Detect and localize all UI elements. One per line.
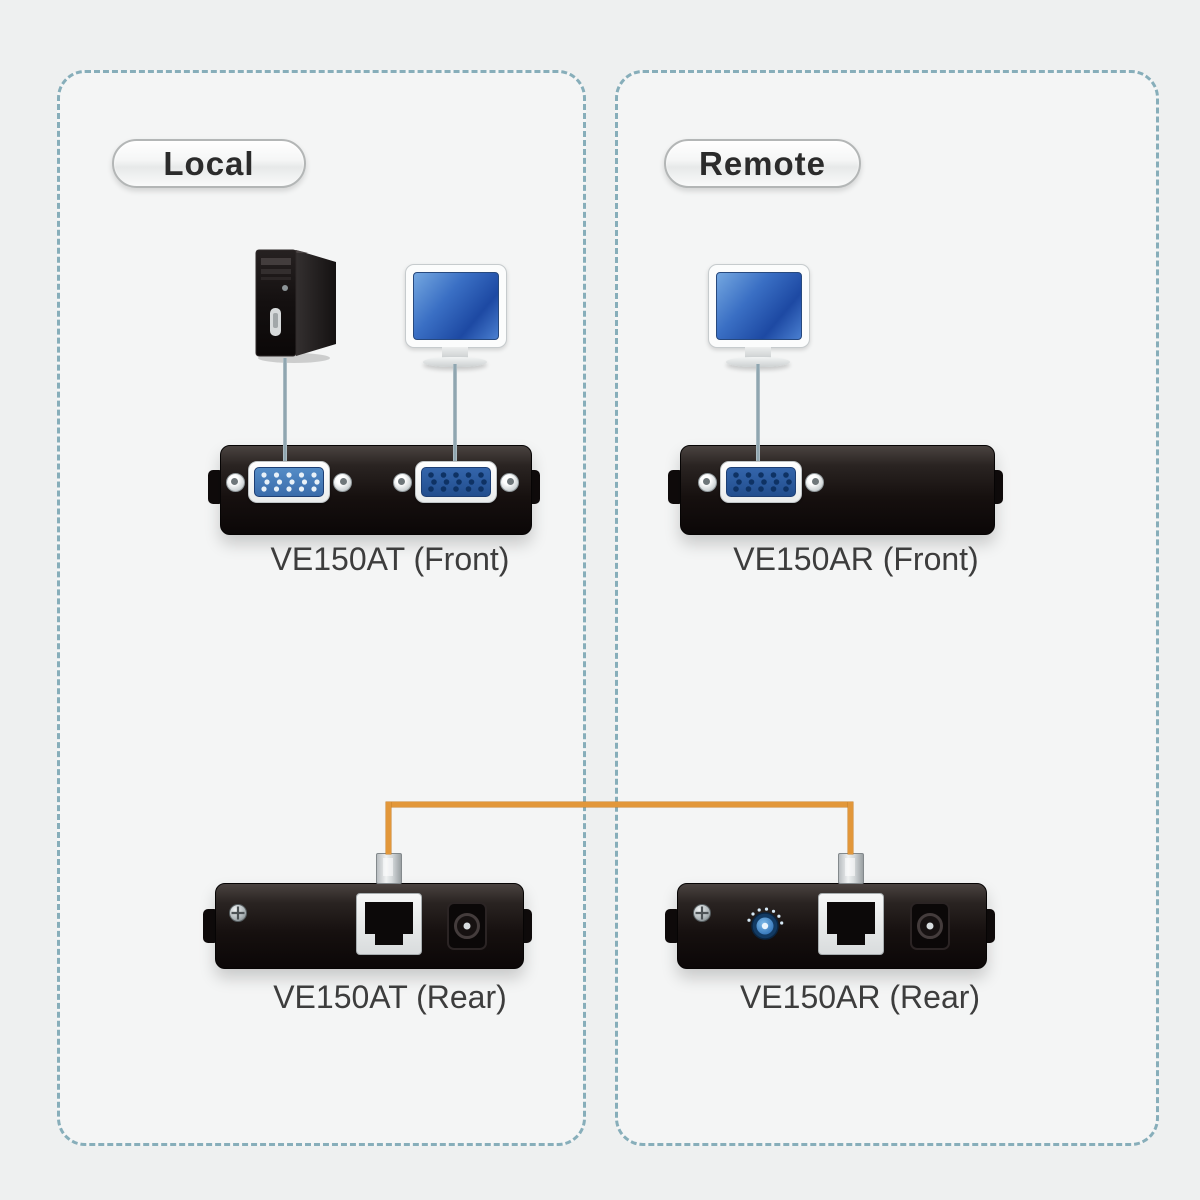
cat5-cable-horizontal	[386, 802, 853, 807]
dc-power-jack-icon	[910, 902, 950, 950]
pc-to-ve150at-line	[283, 358, 287, 464]
cat5-cable-left-drop	[386, 802, 391, 854]
monitor-stand-base	[726, 357, 790, 367]
grounding-screw-icon	[229, 904, 247, 922]
ve150ar-front-label: VE150AR (Front)	[733, 541, 979, 577]
monitor-stand-neck	[745, 347, 771, 360]
monitor-icon	[708, 264, 810, 348]
local-zone-pill: Local	[112, 139, 306, 188]
rj45-plug-icon	[376, 853, 402, 884]
vga-port-icon	[698, 461, 824, 503]
ve150ar-rear-label: VE150AR (Rear)	[739, 979, 981, 1015]
rj45-port-icon	[356, 893, 422, 955]
monitor-stand-neck	[442, 347, 468, 360]
ve150at-front-label: VE150AT (Front)	[270, 541, 510, 577]
local-monitor-to-ve150at-line	[453, 364, 457, 464]
vga-port-icon	[393, 461, 519, 503]
monitor-screen	[413, 272, 499, 340]
rj45-port-icon	[818, 893, 884, 955]
monitor-icon	[405, 264, 507, 348]
remote-zone-label: Remote	[698, 144, 827, 182]
monitor-stand-base	[423, 357, 487, 367]
gain-knob-icon	[747, 907, 784, 940]
vga-port-icon	[226, 461, 352, 503]
grounding-screw-icon	[693, 904, 711, 922]
dc-power-jack-icon	[447, 902, 487, 950]
remote-zone-pill: Remote	[664, 139, 861, 188]
cat5-cable-right-drop	[848, 802, 853, 854]
remote-monitor-to-ve150ar-line	[756, 364, 760, 464]
monitor-screen	[716, 272, 802, 340]
pc-tower-icon	[255, 249, 336, 363]
ve150at-rear-label: VE150AT (Rear)	[273, 979, 507, 1015]
local-zone-label: Local	[163, 144, 255, 182]
rj45-plug-icon	[838, 853, 864, 884]
